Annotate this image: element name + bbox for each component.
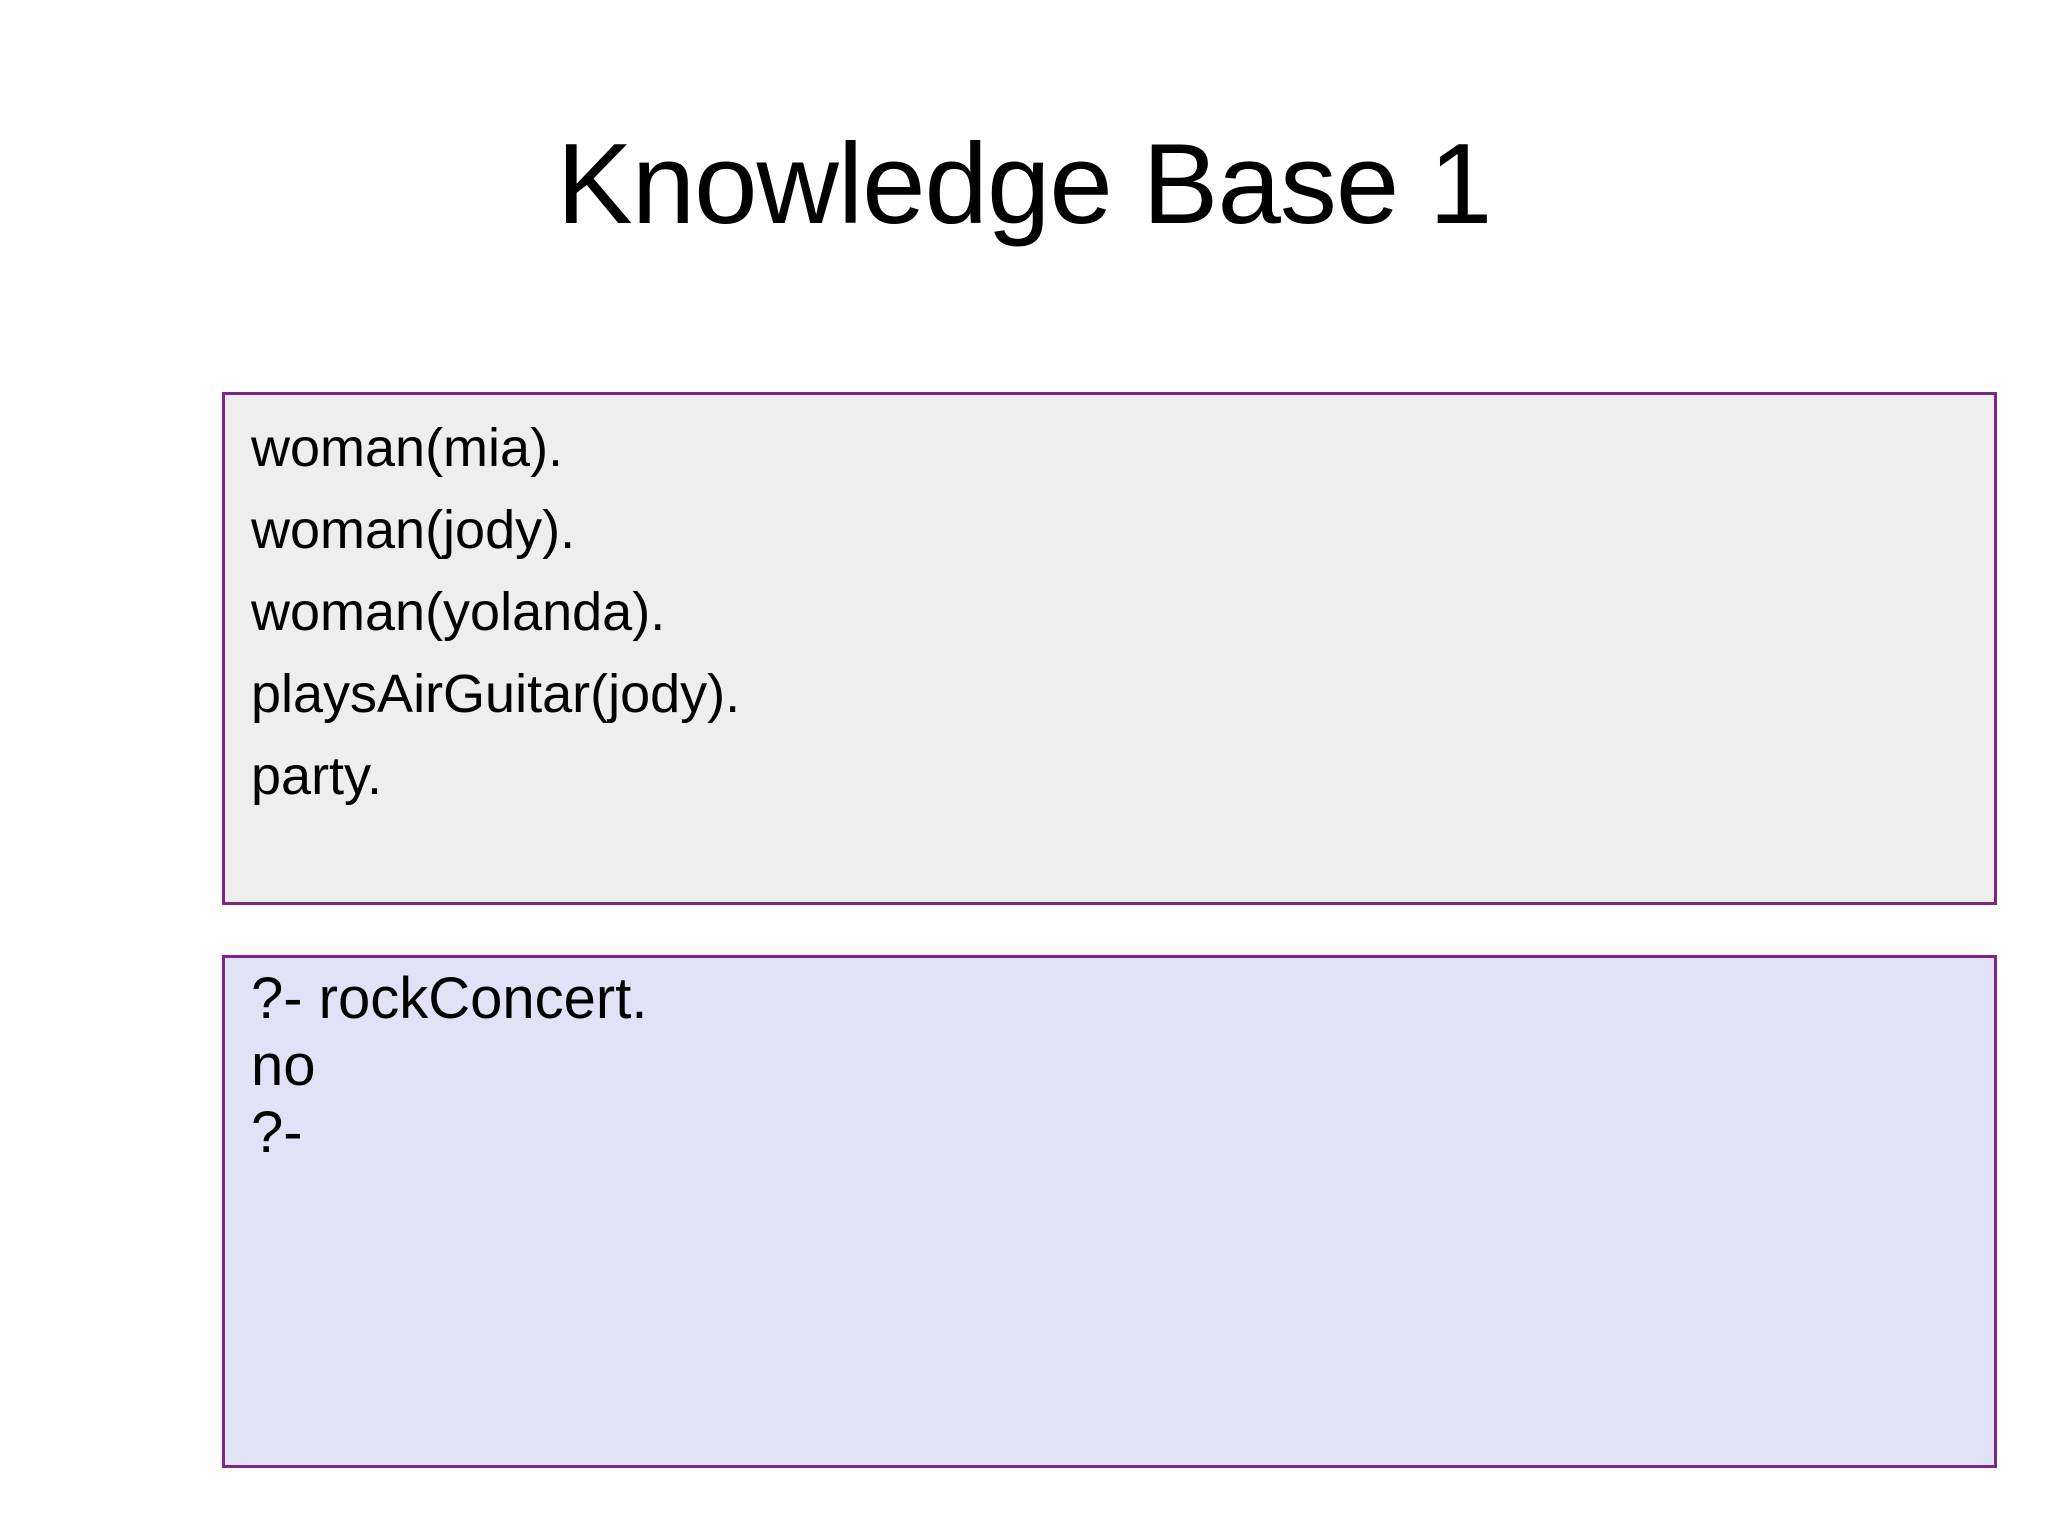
knowledge-base-box: woman(mia). woman(jody). woman(yolanda).… — [222, 392, 1997, 905]
query-line: no — [251, 1033, 316, 1098]
kb-fact-line: playsAirGuitar(jody). — [251, 664, 741, 724]
query-line: ?- — [251, 1100, 303, 1165]
query-box: ?- rockConcert. no ?- — [222, 955, 1997, 1468]
kb-fact-line: woman(yolanda). — [251, 582, 666, 642]
slide-title: Knowledge Base 1 — [556, 121, 1493, 248]
kb-fact-line: woman(jody). — [251, 500, 576, 560]
kb-fact-line: woman(mia). — [251, 418, 564, 478]
query-line: ?- rockConcert. — [251, 966, 648, 1031]
kb-fact-line: party. — [251, 746, 383, 806]
